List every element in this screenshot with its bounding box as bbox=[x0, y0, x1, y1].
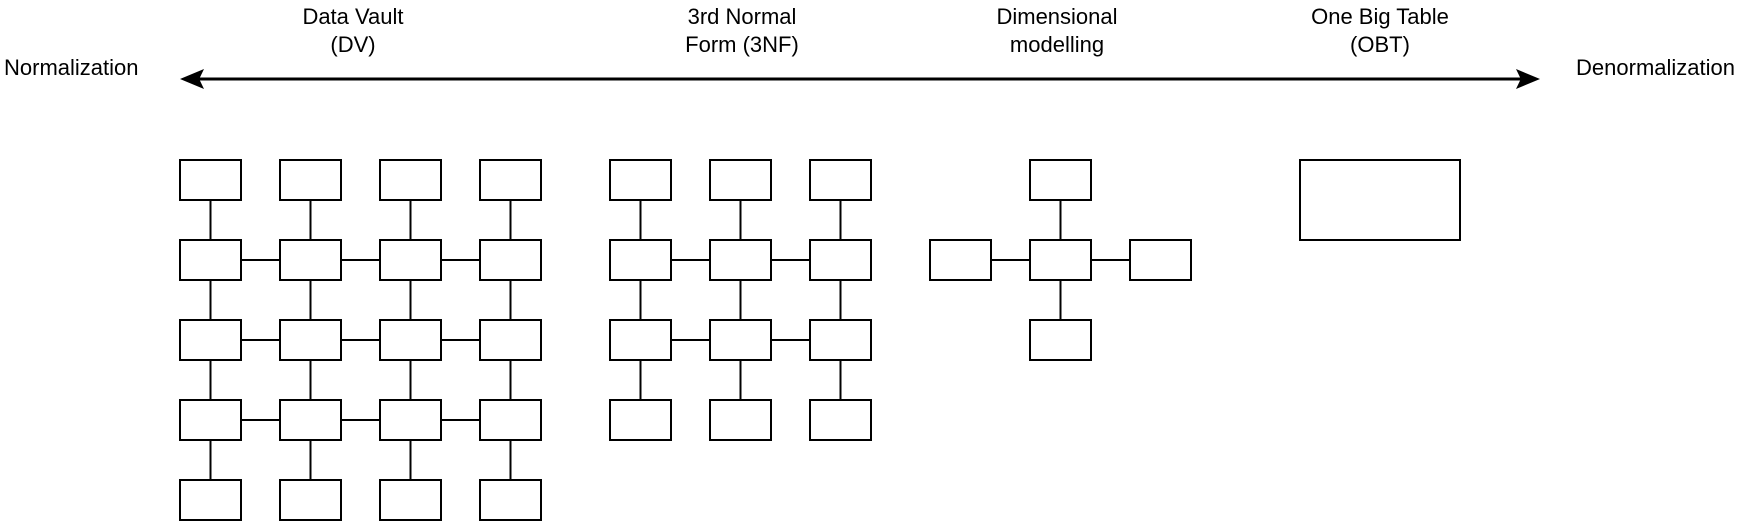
third-normal-form-table-box bbox=[809, 159, 872, 201]
third-normal-form-table-box bbox=[809, 319, 872, 361]
dimensional-modelling-table-box bbox=[1029, 159, 1092, 201]
data-vault-table-box bbox=[279, 159, 342, 201]
data-vault-table-box bbox=[379, 159, 442, 201]
data-vault-table-box bbox=[479, 319, 542, 361]
label-dimensional-modelling: Dimensional modelling bbox=[897, 3, 1217, 59]
data-vault-table-box bbox=[379, 399, 442, 441]
data-vault-table-box bbox=[179, 399, 242, 441]
data-vault-table-box bbox=[479, 159, 542, 201]
third-normal-form-table-box bbox=[809, 239, 872, 281]
data-vault-table-box bbox=[379, 479, 442, 521]
third-normal-form-table-box bbox=[709, 399, 772, 441]
third-normal-form-table-box bbox=[709, 159, 772, 201]
third-normal-form-table-box bbox=[709, 319, 772, 361]
third-normal-form-table-box bbox=[709, 239, 772, 281]
label-third-normal-form-line1: 3rd Normal bbox=[687, 4, 797, 29]
data-vault-table-box bbox=[379, 319, 442, 361]
arrow-head-left bbox=[180, 69, 204, 89]
label-third-normal-form: 3rd Normal Form (3NF) bbox=[582, 3, 902, 59]
data-vault-table-box bbox=[479, 479, 542, 521]
data-vault-table-box bbox=[479, 239, 542, 281]
third-normal-form-table-box bbox=[609, 399, 672, 441]
label-data-vault: Data Vault (DV) bbox=[193, 3, 513, 59]
data-vault-table-box bbox=[379, 239, 442, 281]
data-vault-table-box bbox=[279, 319, 342, 361]
label-third-normal-form-line2: Form (3NF) bbox=[685, 32, 799, 57]
dimensional-modelling-table-box bbox=[929, 239, 992, 281]
data-vault-table-box bbox=[179, 239, 242, 281]
label-dimensional-modelling-line2: modelling bbox=[1009, 32, 1105, 57]
third-normal-form-table-box bbox=[609, 239, 672, 281]
data-vault-table-box bbox=[179, 319, 242, 361]
data-vault-table-box bbox=[279, 479, 342, 521]
label-one-big-table-line2: (OBT) bbox=[1350, 32, 1410, 57]
arrow-head-right bbox=[1516, 69, 1540, 89]
dimensional-modelling-table-box bbox=[1029, 319, 1092, 361]
label-one-big-table-line1: One Big Table bbox=[1311, 4, 1449, 29]
label-dimensional-modelling-line1: Dimensional bbox=[996, 4, 1118, 29]
normalization-label: Normalization bbox=[4, 55, 139, 80]
third-normal-form-table-box bbox=[809, 399, 872, 441]
denormalization-label: Denormalization bbox=[1576, 55, 1735, 80]
dimensional-modelling-table-box bbox=[1029, 239, 1092, 281]
data-vault-table-box bbox=[279, 239, 342, 281]
dimensional-modelling-table-box bbox=[1129, 239, 1192, 281]
data-vault-table-box bbox=[279, 399, 342, 441]
label-one-big-table: One Big Table (OBT) bbox=[1220, 3, 1540, 59]
third-normal-form-table-box bbox=[609, 159, 672, 201]
data-vault-table-box bbox=[479, 399, 542, 441]
third-normal-form-table-box bbox=[609, 319, 672, 361]
label-data-vault-line2: (DV) bbox=[330, 32, 376, 57]
one-big-table-table-box bbox=[1299, 159, 1461, 241]
data-vault-table-box bbox=[179, 479, 242, 521]
label-data-vault-line1: Data Vault bbox=[302, 4, 404, 29]
data-vault-table-box bbox=[179, 159, 242, 201]
